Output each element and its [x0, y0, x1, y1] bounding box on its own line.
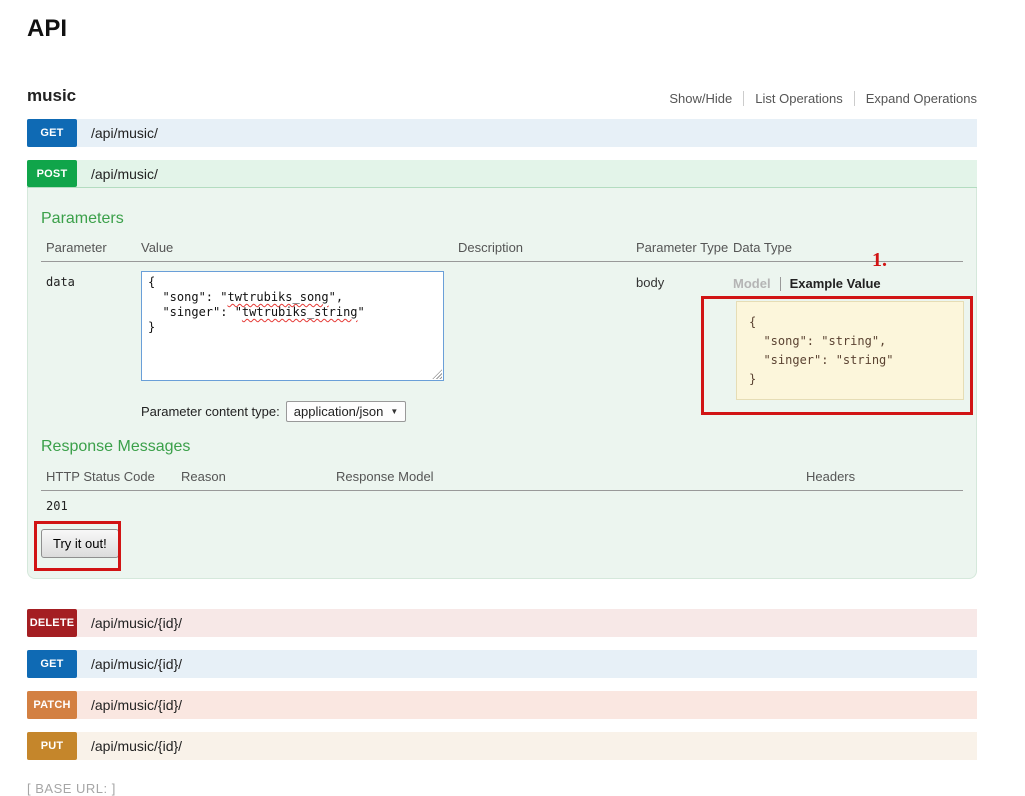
example-value-box[interactable]: { "song": "string", "singer": "string" } — [736, 301, 964, 400]
col-header-description: Description — [458, 240, 524, 255]
page-title: API — [27, 15, 68, 42]
parameters-heading: Parameters — [41, 210, 124, 227]
endpoint-path[interactable]: /api/music/ — [91, 165, 158, 182]
post-operation-content: Parameters Parameter Value Description P… — [27, 188, 977, 579]
col-header-value: Value — [141, 240, 174, 255]
parameter-type-value: body — [636, 275, 665, 290]
resource-name-link[interactable]: music — [27, 86, 77, 105]
endpoint-delete-music-id[interactable]: DELETE /api/music/{id}/ — [27, 609, 977, 637]
try-it-out-area: Try it out! — [34, 521, 161, 571]
method-badge-patch: PATCH — [27, 691, 77, 719]
data-type-cell: 1. Model Example Value { "song": "string… — [701, 249, 973, 415]
bottom-endpoints: DELETE /api/music/{id}/ GET /api/music/{… — [27, 609, 977, 760]
endpoint-post-music[interactable]: POST /api/music/ — [27, 160, 977, 188]
endpoint-put-music-id[interactable]: PUT /api/music/{id}/ — [27, 732, 977, 760]
list-operations-link[interactable]: List Operations — [743, 91, 853, 106]
parameter-row-data: data { "song": "twtrubiks_song", "singer… — [41, 249, 973, 422]
method-badge-get: GET — [27, 119, 77, 147]
content-type-row: Parameter content type: application/json… — [141, 401, 458, 422]
show-hide-link[interactable]: Show/Hide — [669, 91, 733, 106]
endpoint-path[interactable]: /api/music/{id}/ — [91, 738, 183, 754]
response-status-code: 201 — [46, 499, 68, 513]
response-table-header: HTTP Status Code Reason Response Model H… — [41, 469, 963, 491]
annotation-step-1-label: 1. — [872, 249, 887, 271]
resource-controls: Show/Hide List Operations Expand Operati… — [658, 91, 977, 106]
col-header-parameter: Parameter — [46, 240, 107, 255]
tab-model[interactable]: Model — [733, 276, 771, 291]
base-url-label: [ BASE URL: ] — [27, 781, 116, 796]
method-badge-post: POST — [27, 160, 77, 187]
method-badge-put: PUT — [27, 732, 77, 760]
content-type-select[interactable]: application/json ▼ — [285, 401, 407, 422]
dropdown-arrow-icon: ▼ — [390, 407, 399, 416]
method-badge-get: GET — [27, 650, 77, 678]
col-header-parameter-type: Parameter Type — [636, 240, 729, 255]
endpoint-path[interactable]: /api/music/ — [91, 125, 158, 141]
tab-divider — [779, 276, 781, 291]
col-header-reason: Reason — [181, 469, 226, 484]
resource-header: music Show/Hide List Operations Expand O… — [27, 86, 977, 106]
tab-example-value[interactable]: Example Value — [789, 276, 881, 291]
col-header-headers: Headers — [806, 469, 856, 484]
col-header-http-status-code: HTTP Status Code — [46, 469, 155, 484]
content-type-label: Parameter content type: — [141, 404, 280, 419]
signature-tabs: Model Example Value — [733, 271, 964, 291]
resize-handle-icon[interactable] — [432, 369, 442, 379]
expand-operations-link[interactable]: Expand Operations — [853, 91, 977, 106]
example-value-json: { "song": "string", "singer": "string" } — [749, 315, 894, 386]
post-operation-panel: POST /api/music/ Parameters Parameter Va… — [27, 160, 977, 579]
col-header-data-type: Data Type — [733, 240, 793, 255]
parameter-value-cell: { "song": "twtrubiks_song", "singer": "t… — [141, 271, 458, 422]
endpoint-patch-music-id[interactable]: PATCH /api/music/{id}/ — [27, 691, 977, 719]
endpoint-path[interactable]: /api/music/{id}/ — [91, 656, 183, 672]
try-it-out-button[interactable]: Try it out! — [41, 529, 119, 558]
col-header-response-model: Response Model — [336, 469, 434, 484]
method-badge-delete: DELETE — [27, 609, 77, 637]
endpoint-path[interactable]: /api/music/{id}/ — [91, 697, 183, 713]
endpoint-get-music[interactable]: GET /api/music/ — [27, 119, 977, 147]
data-value-input[interactable]: { "song": "twtrubiks_song", "singer": "t… — [141, 271, 444, 381]
response-messages-heading: Response Messages — [41, 438, 191, 455]
parameter-name: data — [46, 275, 75, 289]
endpoint-get-music-id[interactable]: GET /api/music/{id}/ — [27, 650, 977, 678]
parameters-table-header: Parameter Value Description Parameter Ty… — [41, 240, 963, 262]
endpoint-path[interactable]: /api/music/{id}/ — [91, 615, 183, 631]
content-type-selected-value: application/json — [293, 404, 384, 419]
